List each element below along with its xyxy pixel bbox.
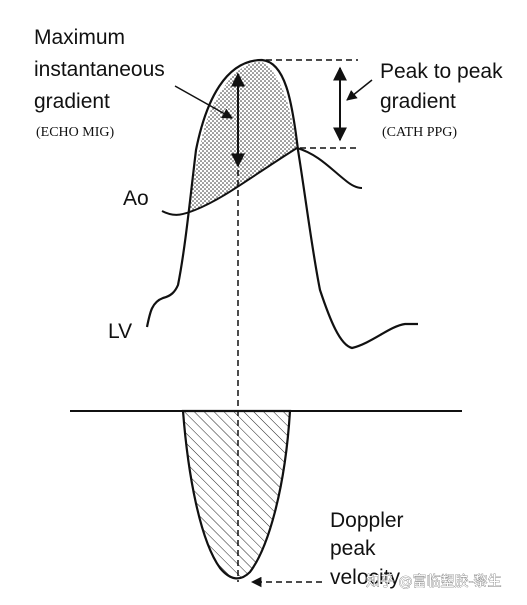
- lv-label: LV: [108, 320, 132, 343]
- max-gradient-label-line1: Maximum: [34, 26, 125, 49]
- doppler-label-line2: peak: [330, 537, 376, 560]
- doppler-envelope: [181, 409, 292, 580]
- cath-ppg-label: (CATH PPG): [382, 125, 457, 140]
- max-gradient-label-line3: gradient: [34, 90, 110, 113]
- doppler-label-line1: Doppler: [330, 509, 404, 532]
- lv-pressure-curve: [145, 58, 418, 350]
- max-gradient-label-line2: instantaneous: [34, 58, 165, 81]
- watermark-text: 知乎 @富临塑胶-黎生: [366, 573, 502, 590]
- peak-to-peak-label-line2: gradient: [380, 90, 456, 113]
- max-gradient-pointer: [174, 85, 233, 119]
- aortic-label: Ao: [123, 187, 149, 210]
- gradient-dotted-region: [190, 61, 297, 213]
- peak-to-peak-pointer: [346, 79, 373, 101]
- peak-to-peak-label-line1: Peak to peak: [380, 60, 503, 83]
- echo-mig-label: (ECHO MIG): [36, 125, 114, 140]
- doppler-label-line3: velocity: [330, 566, 401, 589]
